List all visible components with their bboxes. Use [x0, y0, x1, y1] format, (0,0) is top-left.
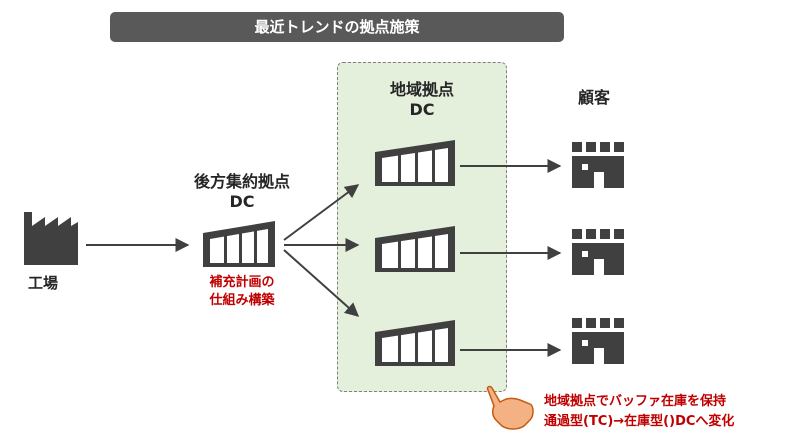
store-icon	[572, 318, 624, 364]
factory-icon	[24, 212, 78, 265]
callout-line2: 通過型(TC)→在庫型()DCへ変化	[544, 414, 735, 429]
arrow-hub-to-regional-1	[283, 184, 360, 241]
arrow-hub-to-regional-3	[283, 249, 360, 317]
factory-label: 工場	[28, 274, 59, 292]
replenishment-note-line2: 仕組み構築	[209, 293, 275, 308]
regional-hub-label-line1: 地域拠点	[389, 80, 454, 99]
customers-label: 顧客	[578, 88, 611, 107]
regional-hub-label: 地域拠点 DC	[372, 80, 472, 120]
diagram-title: 最近トレンドの拠点施策	[110, 12, 564, 42]
callout-text: 地域拠点でバッファ在庫を保持 通過型(TC)→在庫型()DCへ変化	[524, 392, 786, 432]
store-icon	[572, 229, 624, 275]
warehouse-icon	[375, 140, 455, 186]
regional-hub-label-line2: DC	[409, 100, 435, 119]
replenishment-note: 補充計画の 仕組み構築	[190, 274, 294, 310]
consolidation-hub-label-line1: 後方集約拠点	[193, 172, 290, 191]
consolidation-hub-label: 後方集約拠点 DC	[180, 172, 304, 212]
replenishment-note-line1: 補充計画の	[209, 275, 275, 290]
warehouse-icon	[375, 226, 455, 272]
warehouse-icon	[375, 320, 455, 366]
callout-line1: 地域拠点でバッファ在庫を保持	[544, 394, 727, 409]
store-icon	[572, 142, 624, 188]
warehouse-icon	[203, 221, 275, 267]
pointing-hand-icon	[486, 385, 534, 430]
consolidation-hub-label-line2: DC	[229, 192, 255, 211]
